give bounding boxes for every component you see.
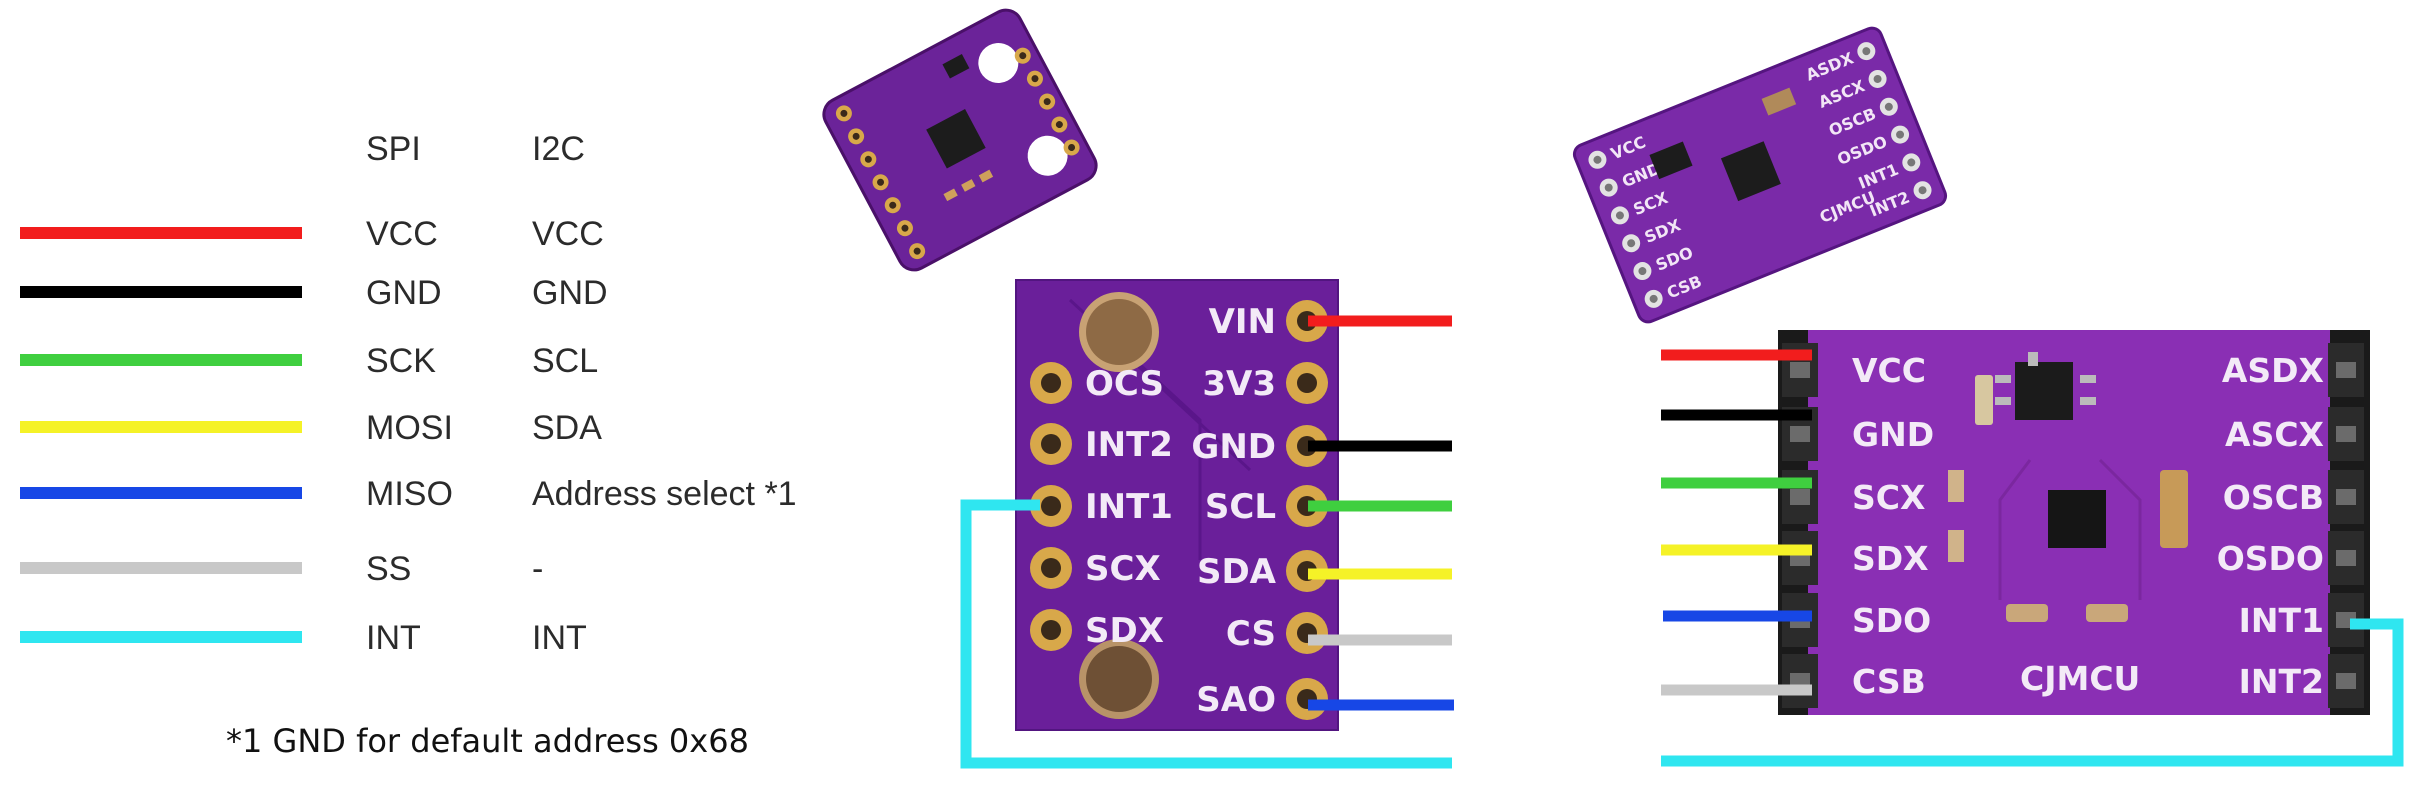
brand-label: CJMCU bbox=[2020, 659, 2140, 698]
pin-label: VIN bbox=[1209, 302, 1276, 342]
legend-header-i2c: I2C bbox=[532, 130, 585, 168]
pin-label: ASCX bbox=[2225, 415, 2324, 454]
legend-spi-label: VCC bbox=[366, 215, 438, 253]
regulator-chip bbox=[2015, 362, 2073, 420]
legend-i2c-label: - bbox=[532, 550, 543, 588]
wire-int-right bbox=[1661, 618, 2404, 767]
pin-label: VCC bbox=[1852, 351, 1926, 390]
legend-spi-label: MOSI bbox=[366, 409, 453, 447]
pin-label: OSCB bbox=[2223, 478, 2324, 517]
pin-label: GND bbox=[1852, 415, 1934, 454]
pin-label: SDO bbox=[1852, 601, 1931, 640]
pin-label: INT1 bbox=[2239, 601, 2324, 640]
pin-label: INT2 bbox=[2239, 662, 2324, 701]
pin-label: SDX bbox=[1085, 611, 1164, 651]
legend-spi-label: MISO bbox=[366, 475, 453, 513]
pin-label: SCX bbox=[1852, 478, 1925, 517]
legend: SPI I2C VCC VCC GND GND SCK SCL MOSI SDA MISO Add… bbox=[20, 130, 797, 760]
legend-spi-label: GND bbox=[366, 274, 442, 312]
legend-i2c-label: VCC bbox=[532, 215, 604, 253]
pin-label: INT2 bbox=[1085, 425, 1173, 465]
pin-label: ASDX bbox=[2222, 351, 2324, 390]
wires bbox=[960, 315, 2404, 769]
legend-i2c-label: INT bbox=[532, 619, 587, 657]
pin-label: OCS bbox=[1085, 364, 1164, 404]
pin-label: CSB bbox=[1852, 662, 1926, 701]
mount-hole bbox=[978, 42, 1019, 83]
legend-spi-label: SS bbox=[366, 550, 411, 588]
thumbnail-left-module bbox=[822, 8, 1098, 272]
ic-chip bbox=[1720, 141, 1781, 202]
legend-spi-label: SCK bbox=[366, 342, 436, 380]
pin-label: INT1 bbox=[1085, 487, 1173, 527]
thumbnail-right-module: VCCASDXGNDASCXSCXOSCBSDXOSDOSDOINT1CSBIN… bbox=[1572, 26, 1948, 324]
pin-label: SCX bbox=[1085, 549, 1161, 589]
legend-rows: VCC VCC GND GND SCK SCL MOSI SDA MISO Address sel… bbox=[20, 215, 797, 657]
pin-label: SAO bbox=[1196, 680, 1276, 720]
wire-int-left bbox=[960, 499, 1452, 769]
capacitor bbox=[1975, 375, 1993, 425]
pin-label: OSDO bbox=[2217, 539, 2324, 578]
pin-label: 3V3 bbox=[1202, 364, 1276, 404]
legend-footnote: *1 GND for default address 0x68 bbox=[226, 722, 749, 760]
pin-label: SCL bbox=[1205, 487, 1276, 527]
legend-header-spi: SPI bbox=[366, 130, 421, 168]
pin-label: SDX bbox=[1852, 539, 1929, 578]
pin-label: GND bbox=[1191, 427, 1276, 467]
legend-i2c-label: GND bbox=[532, 274, 608, 312]
legend-i2c-label: Address select *1 bbox=[532, 475, 797, 513]
mount-hole bbox=[1027, 135, 1068, 176]
legend-i2c-label: SDA bbox=[532, 409, 602, 447]
legend-i2c-label: SCL bbox=[532, 342, 598, 380]
sensor-chip bbox=[2048, 490, 2106, 548]
right-breakout-board: VCC GND SCX SDX SDO CSB ASDX ASCX OSCB OSDO INT1I… bbox=[1778, 330, 2370, 715]
pin-label: CS bbox=[1226, 614, 1276, 654]
ic-chip bbox=[926, 109, 986, 169]
pin-label: SDA bbox=[1197, 552, 1277, 592]
capacitor bbox=[2160, 470, 2188, 548]
legend-spi-label: INT bbox=[366, 619, 421, 657]
